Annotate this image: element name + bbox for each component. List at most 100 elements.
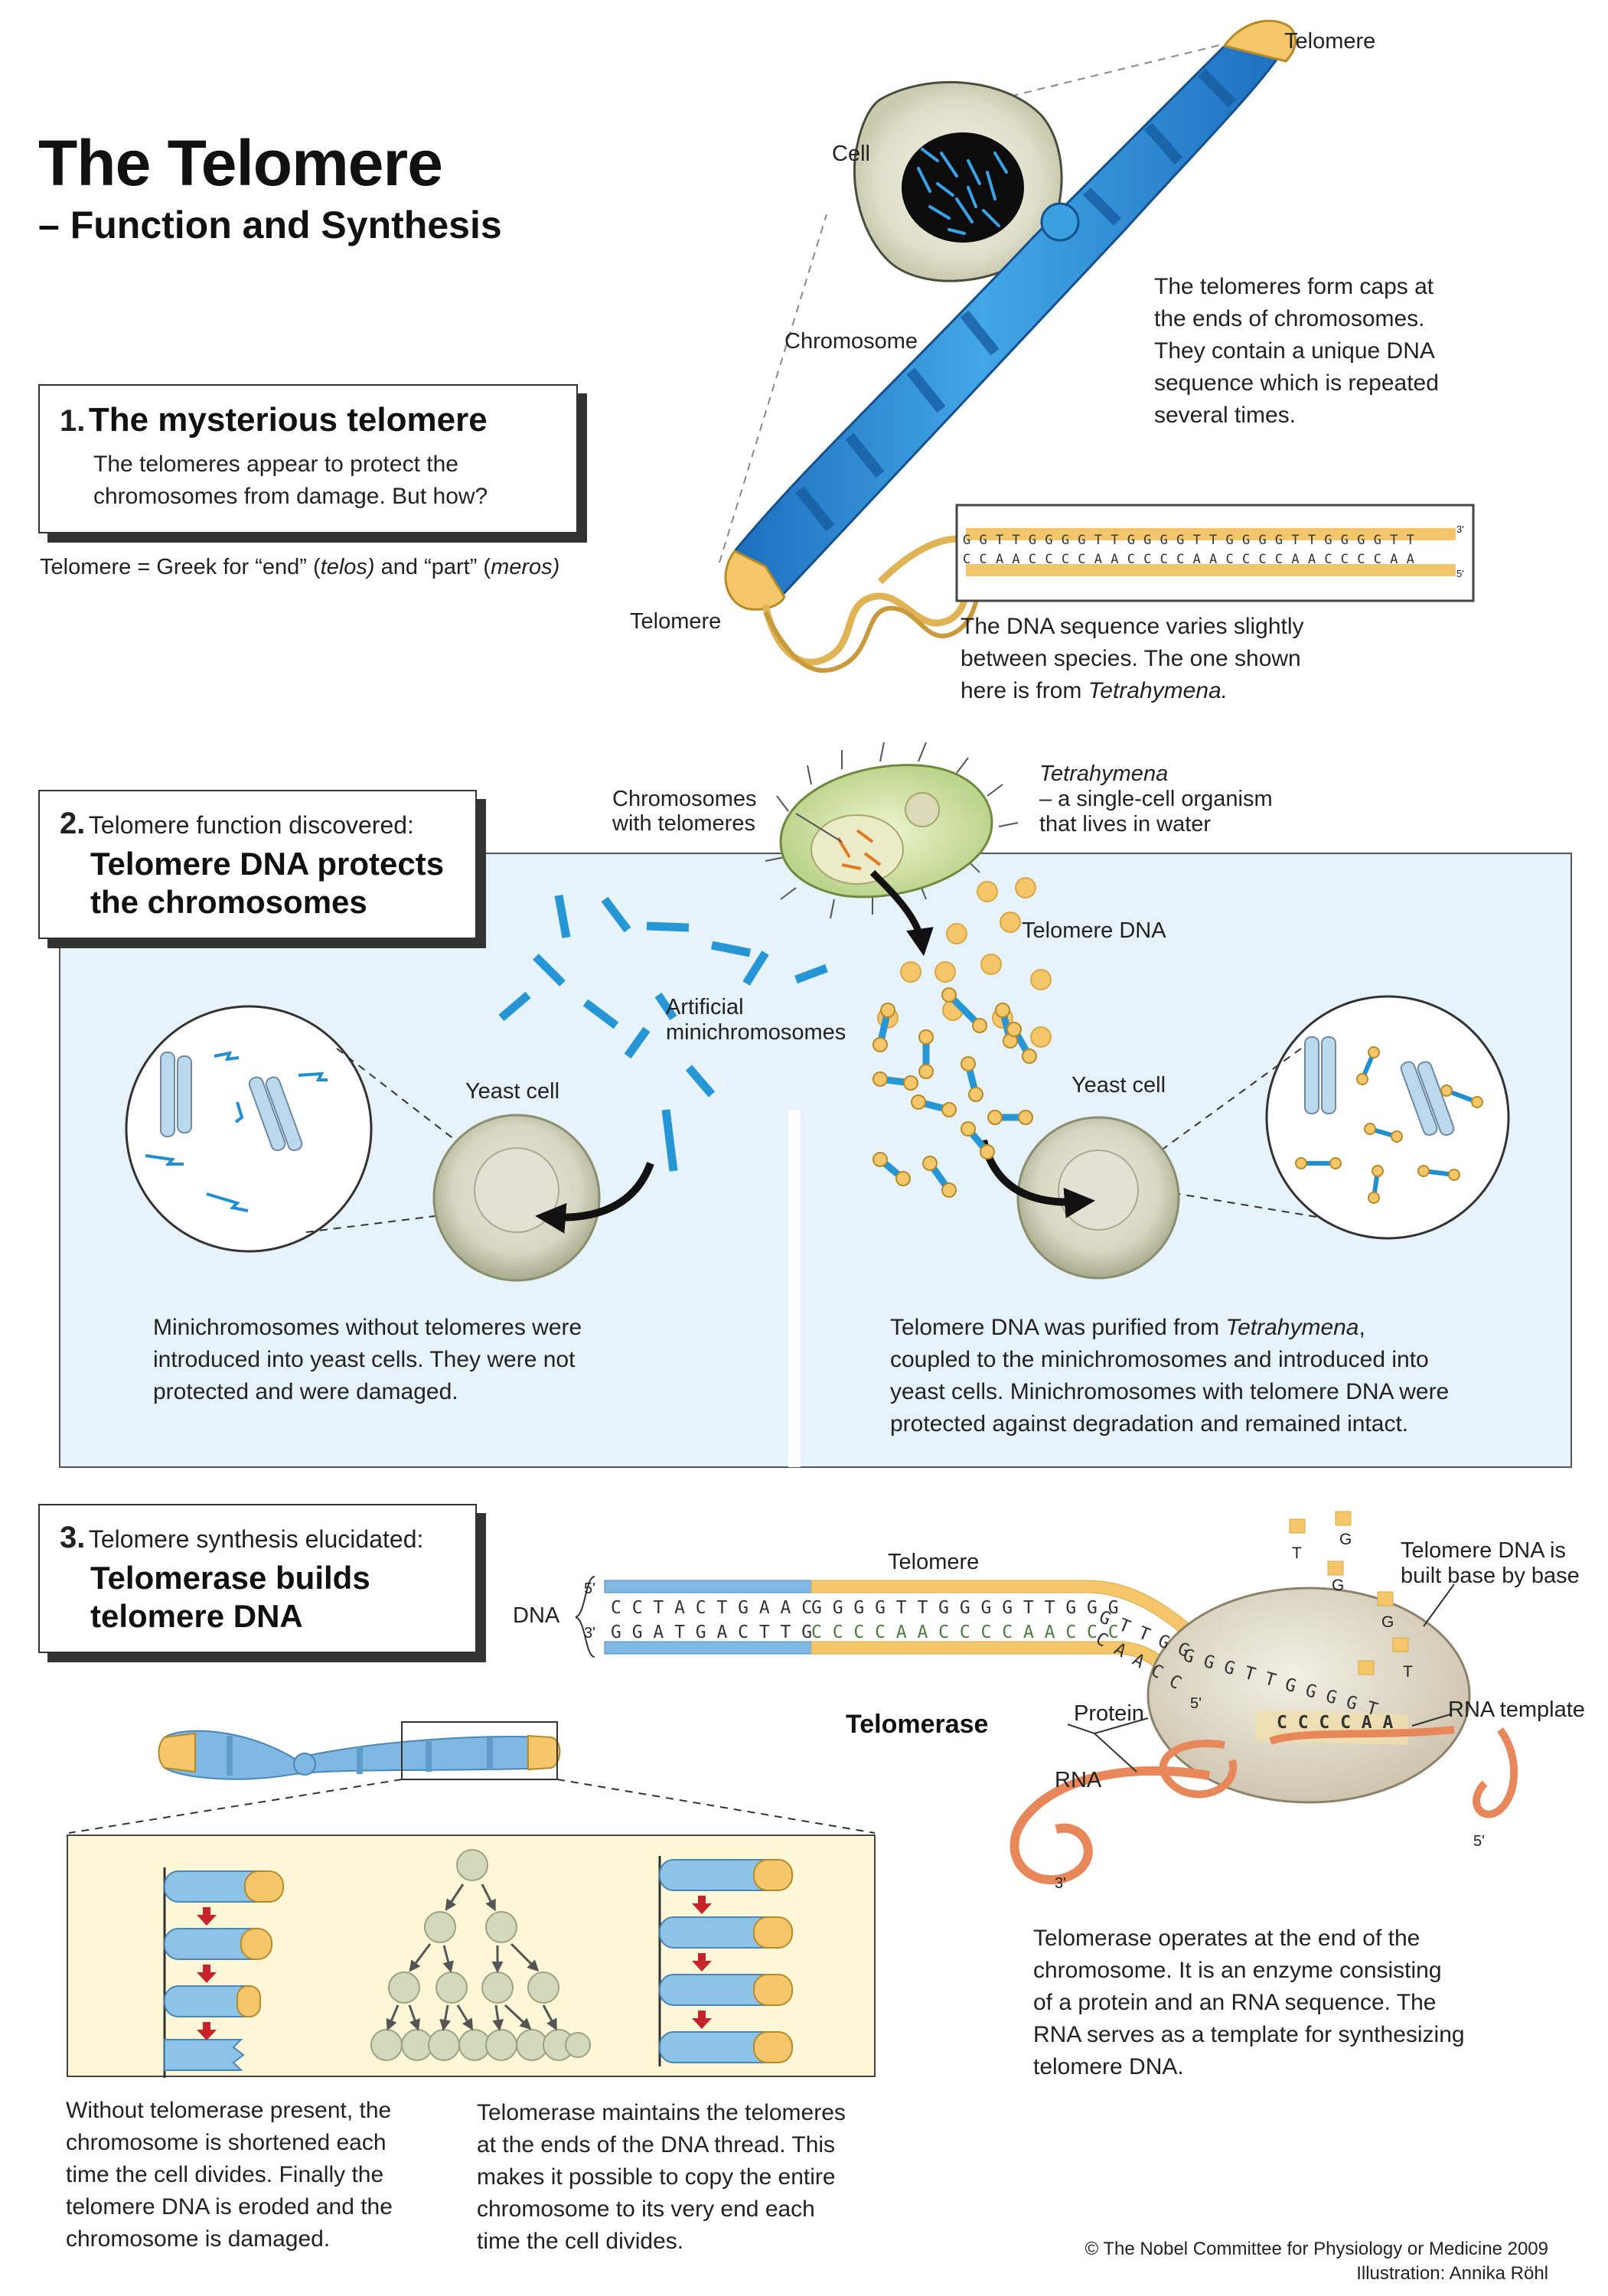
- label-dna: DNA: [513, 1603, 560, 1628]
- sequence-bottom: C C A A C C C C A A C C C C A A C C C C …: [963, 552, 1415, 567]
- section2-right-a: Telomere DNA was purified from: [890, 1315, 1226, 1340]
- section3-right-line: makes it possible to copy the entire: [477, 2164, 836, 2190]
- enzyme-text-line: telomere DNA.: [1033, 2054, 1184, 2079]
- rna-template-sequence: C C C C A A: [1277, 1713, 1394, 1733]
- illustration-credit: Illustration: Annika Röhl: [1356, 2263, 1548, 2284]
- enzyme-text: Telomerase operates at the end of the ch…: [1033, 1923, 1465, 2083]
- section2-left-line: protected and were damaged.: [153, 1379, 458, 1404]
- caps-text-line: sequence which is repeated: [1154, 370, 1439, 396]
- seq-enzyme-end-5: 5': [1190, 1695, 1202, 1712]
- label-built-line: built base by base: [1401, 1564, 1580, 1588]
- label-chromosomes-line: Chromosomes: [612, 787, 757, 811]
- greek-telos: telos): [320, 555, 375, 579]
- species-text-line: between species. The one shown: [961, 646, 1301, 671]
- greek-meros: meros): [491, 555, 560, 579]
- caps-text: The telomeres form caps at the ends of c…: [1154, 271, 1439, 432]
- section3-box: 3. Telomere synthesis elucidated: Telome…: [38, 1504, 477, 1653]
- caps-text-line: several times.: [1154, 403, 1297, 428]
- magnifier-circle-icon: [125, 1005, 506, 1253]
- section2-right-line: coupled to the minichromosomes and intro…: [890, 1347, 1429, 1372]
- section2-left-line: Minichromosomes without telomeres were: [153, 1315, 582, 1340]
- label-yeast-right: Yeast cell: [1071, 1073, 1166, 1097]
- section2-left-line: introduced into yeast cells. They were n…: [153, 1347, 576, 1372]
- section3-right-line: time the cell divides.: [477, 2229, 684, 2254]
- section1-text-2: chromosomes from damage. But how?: [93, 484, 488, 509]
- label-rna-template: RNA template: [1448, 1698, 1585, 1722]
- section3-number: 3.: [60, 1521, 86, 1554]
- seq-bottom-right: C C C C A A C C C C A A C C C: [811, 1623, 1119, 1642]
- species-name: Tetrahymena.: [1088, 678, 1228, 703]
- section2-right-comma: ,: [1358, 1315, 1365, 1340]
- label-telomerase: Telomerase: [846, 1710, 989, 1739]
- chromosome-icon: [724, 19, 1297, 611]
- section3-right-line: at the ends of the DNA thread. This: [477, 2132, 836, 2157]
- section3-sub: Telomere synthesis elucidated:: [88, 1525, 424, 1553]
- section2-number: 2.: [60, 807, 86, 840]
- section1-artwork: [719, 19, 1475, 673]
- sequence-top: G G T T G G G G T T G G G G T T G G G G …: [963, 533, 1415, 548]
- enzyme-text-line: chromosome. It is an enzyme consisting: [1033, 1958, 1442, 1983]
- maintained-chromosomes: [658, 1856, 793, 2066]
- enzyme-text-line: of a protein and an RNA sequence. The: [1033, 1990, 1437, 2015]
- greek-etymology: Telomere = Greek for “end” (telos) and “…: [40, 555, 559, 580]
- section3-left-line: Without telomerase present, the: [66, 2098, 392, 2123]
- tetrahymena-line: – a single-cell organism: [1039, 787, 1273, 811]
- section3-left-line: time the cell divides. Finally the: [66, 2162, 384, 2187]
- tetrahymena-name: Tetrahymena: [1039, 762, 1169, 786]
- magnifier-circle-icon: [1132, 995, 1510, 1240]
- free-bases: [1289, 1511, 1409, 1675]
- species-text-a: here is from: [961, 678, 1088, 703]
- section3-right-line: chromosome to its very end each: [477, 2197, 815, 2222]
- dna-end-5: 5': [584, 1580, 595, 1597]
- label-built-base-by-base: Telomere DNA is built base by base: [1401, 1538, 1580, 1589]
- shortening-chromosomes: [163, 1867, 284, 2078]
- tetrahymena-line: that lives in water: [1039, 812, 1212, 837]
- seq-top-left: C C T A C T G A A C: [611, 1598, 813, 1618]
- label-chromosomes-with-telomeres: Chromosomes with telomeres: [612, 787, 757, 836]
- free-base: G: [1339, 1531, 1352, 1548]
- section2-right-line: Telomere DNA was purified from Tetrahyme…: [890, 1312, 1449, 1344]
- telomerase-enzyme-icon: [1009, 1587, 1518, 1885]
- caps-text-line: The telomeres form caps at: [1154, 274, 1434, 299]
- section2-right-line: yeast cells. Minichromosomes with telome…: [890, 1379, 1450, 1404]
- minichromosomes-left: [498, 895, 828, 1172]
- section2-right-line: protected against degradation and remain…: [890, 1411, 1409, 1437]
- label-telomere-dna: Telomere DNA: [1022, 918, 1166, 943]
- dna-end-3: 3': [584, 1625, 595, 1642]
- section2-right-species: Tetrahymena: [1225, 1315, 1359, 1340]
- cell-icon: [853, 80, 1063, 282]
- label-telomere-s3: Telomere: [888, 1550, 980, 1574]
- label-artificial-minichromosomes: Artificial minichromosomes: [666, 995, 846, 1045]
- yeast-cell-icon: [432, 1114, 601, 1282]
- section3-heading-1: Telomerase builds: [90, 1560, 370, 1596]
- species-text-line: The DNA sequence varies slightly: [961, 614, 1304, 639]
- section3-artwork: [67, 1511, 1518, 2078]
- label-protein: Protein: [1074, 1701, 1144, 1726]
- section3-left-text: Without telomerase present, the chromoso…: [66, 2095, 393, 2255]
- caps-text-line: the ends of chromosomes.: [1154, 306, 1425, 331]
- label-rna: RNA: [1055, 1768, 1102, 1792]
- free-base: G: [1381, 1613, 1394, 1631]
- section1-text-1: The telomeres appear to protect the: [93, 452, 458, 477]
- species-text: The DNA sequence varies slightly between…: [961, 611, 1304, 707]
- label-yeast-left: Yeast cell: [465, 1079, 560, 1104]
- label-chromosomes-line: with telomeres: [612, 811, 755, 836]
- section3-right-text: Telomerase maintains the telomeres at th…: [477, 2097, 846, 2258]
- tetrahymena-description: Tetrahymena – a single-cell organism tha…: [1039, 762, 1273, 837]
- species-text-line: here is from Tetrahymena.: [961, 675, 1304, 707]
- label-telomere-bottom: Telomere: [630, 609, 722, 634]
- label-chromosome: Chromosome: [784, 329, 918, 354]
- section3-heading-2: telomere DNA: [90, 1598, 303, 1634]
- page-subtitle: – Function and Synthesis: [38, 204, 502, 246]
- section1-box: 1. The mysterious telomere The telomeres…: [38, 384, 578, 533]
- section2-left-text: Minichromosomes without telomeres were i…: [153, 1312, 582, 1408]
- enzyme-text-line: Telomerase operates at the end of the: [1033, 1926, 1420, 1951]
- section3-right-line: Telomerase maintains the telomeres: [477, 2100, 846, 2125]
- free-base: T: [1292, 1544, 1302, 1562]
- section2-heading-2: the chromosomes: [90, 884, 367, 920]
- tetrahymena-icon: [765, 742, 1019, 919]
- minichromosomes-right: [872, 987, 1037, 1198]
- label-artificial-line: minichromosomes: [666, 1020, 846, 1045]
- seq-bottom-left: G G A T G A C T T G: [611, 1623, 813, 1642]
- label-built-line: Telomere DNA is: [1401, 1538, 1566, 1563]
